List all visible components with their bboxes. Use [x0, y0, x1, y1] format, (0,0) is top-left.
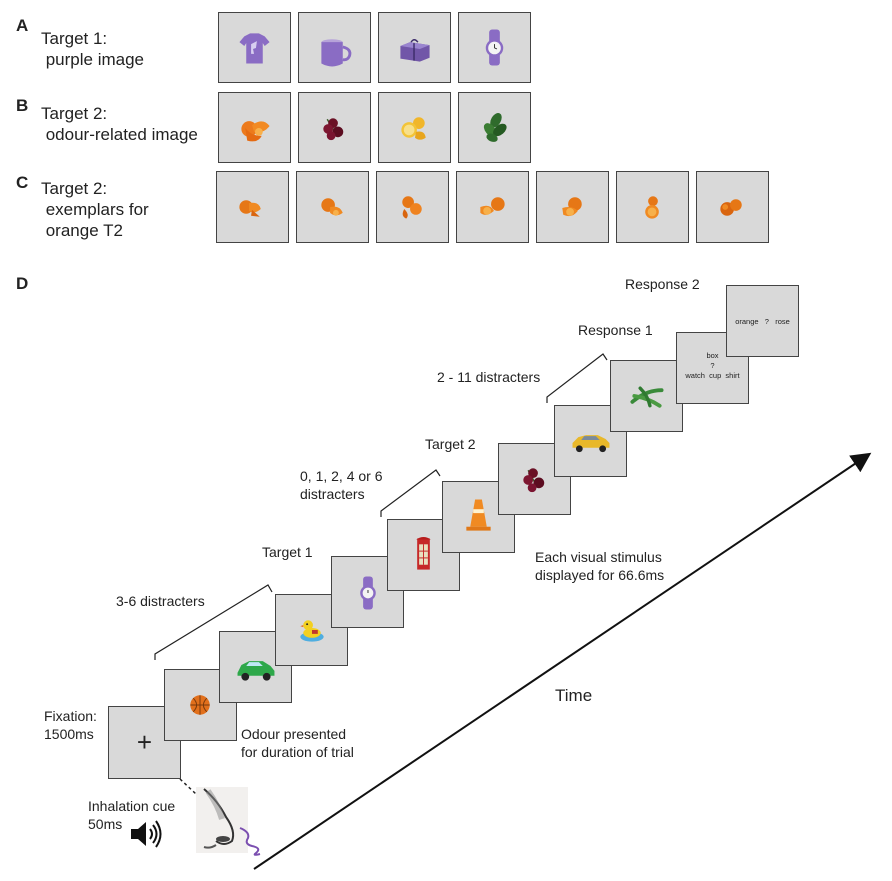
rose-icon [323, 118, 344, 141]
car-icon [237, 661, 275, 681]
orange-exemplar-icon [562, 197, 582, 217]
panel-letter-c: C [16, 173, 29, 192]
stimulus-tile [298, 92, 371, 163]
response-2-label: Response 2 [625, 276, 700, 292]
orange-icon [241, 121, 270, 142]
inhalation-dashed-line [179, 778, 197, 795]
nose-image [196, 787, 248, 853]
response-2-screen: orange ? rose [726, 285, 799, 357]
sequence-tile [219, 631, 292, 703]
taxi-icon [572, 435, 610, 453]
stimulus-tile [616, 171, 689, 243]
fixation-label: Fixation: 1500ms [44, 708, 97, 742]
wristwatch-icon [360, 576, 376, 610]
mint-icon [483, 113, 507, 142]
rose-icon [523, 468, 545, 493]
orange-exemplar-icon [239, 200, 261, 217]
odour-squiggle-icon [239, 827, 261, 856]
t-shirt-icon [239, 33, 270, 64]
distracters-label-1: 3-6 distracters [116, 593, 205, 609]
orange-exemplar-icon [720, 199, 742, 216]
stimulus-tile [456, 171, 529, 243]
panel-letter-b: B [16, 96, 29, 115]
sequence-tile [610, 360, 683, 432]
stimulus-tile [378, 92, 451, 163]
green-beans-icon [630, 386, 664, 408]
stimulus-tile [218, 12, 291, 83]
panel-letter-d: D [16, 274, 29, 293]
fixation-cross: + [136, 727, 153, 757]
panel-letter-a: A [16, 16, 29, 35]
stimulus-tile [458, 12, 531, 83]
sequence-tile [275, 594, 348, 666]
distracters-label-3: 2 - 11 distracters [437, 369, 541, 385]
orange-exemplar-icon [645, 196, 659, 219]
stimulus-tile [296, 171, 369, 243]
sequence-tile [331, 556, 404, 628]
inhalation-label: Inhalation cue 50ms [88, 798, 176, 832]
target-1-label: Target 1 [262, 544, 313, 560]
orange-exemplar-icon [480, 197, 505, 215]
bracket-distracters-1 [154, 584, 273, 660]
stimulus-tile [696, 171, 769, 243]
response-1-label: Response 1 [578, 322, 653, 338]
gift-box-icon [400, 39, 430, 62]
phone-box-icon [416, 537, 431, 570]
stimulus-tile [458, 92, 531, 163]
stimulus-duration-note: Each visual stimulus displayed for 66.6m… [535, 549, 665, 583]
response-2-options: orange ? rose [735, 317, 790, 326]
traffic-cone-icon [466, 499, 491, 531]
stimulus-tile [378, 12, 451, 83]
bracket-distracters-3 [546, 353, 608, 403]
odour-label: Odour presented for duration of trial [241, 726, 354, 760]
panel-b-label: Target 2: odour-related image [41, 104, 198, 144]
stimulus-tile [536, 171, 609, 243]
stimulus-tile [376, 171, 449, 243]
time-label: Time [555, 686, 593, 705]
time-axis-arrow [253, 452, 872, 870]
lemon-icon [401, 117, 426, 140]
stimulus-tile [298, 12, 371, 83]
mug-icon [321, 39, 352, 67]
orange-exemplar-icon [402, 196, 422, 219]
speaker-icon [131, 820, 162, 848]
stimulus-tile [218, 92, 291, 163]
basketball-icon [190, 695, 210, 715]
panel-a-label: Target 1: purple image [41, 29, 145, 69]
wristwatch-icon [485, 29, 504, 66]
bracket-distracters-2 [380, 469, 441, 517]
sequence-tile [442, 481, 515, 553]
panel-c-label: Target 2: exemplars for orange T2 [41, 179, 149, 240]
rubber-duck-icon [300, 620, 324, 642]
response-1-options: box ? watch cup shirt [685, 351, 740, 380]
orange-exemplar-icon [321, 198, 343, 216]
target-2-label: Target 2 [425, 436, 476, 452]
nose-icon [203, 788, 235, 849]
stimulus-tile [216, 171, 289, 243]
distracters-label-2: 0, 1, 2, 4 or 6 distracters [300, 468, 383, 502]
